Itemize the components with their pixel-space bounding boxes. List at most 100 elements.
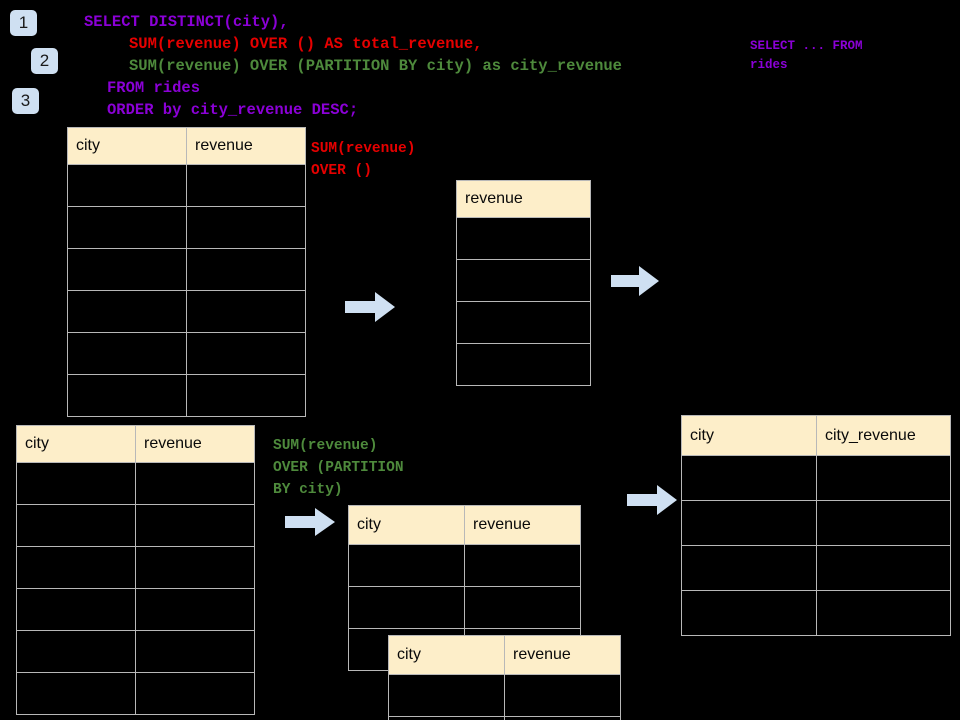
sql-line-order-by: ORDER by city_revenue DESC; (107, 101, 359, 119)
side-label-select-from: SELECT ... FROM (750, 39, 863, 53)
table-row (67, 206, 306, 249)
table-row (16, 504, 255, 547)
table-cell (16, 588, 136, 631)
table-row (67, 248, 306, 291)
table-row (67, 332, 306, 375)
table-row (348, 544, 581, 587)
arrow-to-result-icon (627, 485, 677, 515)
table-cell (681, 590, 817, 636)
table-cell (135, 630, 255, 673)
table-total-revenue: revenue (456, 180, 591, 386)
table-cell (504, 716, 621, 720)
annotation-total-revenue-line1: SUM(revenue) (311, 141, 416, 157)
annotation-city-revenue-line3: BY city) (273, 482, 343, 498)
table-cell (67, 374, 187, 417)
annotation-city-revenue-line1: SUM(revenue) (273, 438, 378, 454)
table-row (456, 217, 591, 260)
table-cell (504, 674, 621, 717)
table-cell (16, 546, 136, 589)
arrow-to-total-revenue-icon (345, 292, 395, 322)
column-header-revenue: revenue (186, 127, 306, 165)
table-header-row: city revenue (67, 127, 306, 165)
table-row (681, 455, 951, 501)
table-cell (67, 206, 187, 249)
arrow-to-partition-icon (285, 508, 335, 536)
table-cell (186, 206, 306, 249)
table-row (681, 545, 951, 591)
step-badge-1: 1 (10, 10, 37, 36)
table-row (681, 500, 951, 546)
table-row (681, 590, 951, 636)
table-row (348, 586, 581, 629)
step-badge-3: 3 (12, 88, 39, 114)
sql-line-select: SELECT DISTINCT(city), (84, 13, 289, 31)
table-cell (816, 455, 951, 501)
table-cell (456, 343, 591, 386)
table-rides-bottom: city revenue (16, 425, 255, 715)
table-row (388, 674, 621, 717)
step-badge-2: 2 (31, 48, 58, 74)
table-header-row: city revenue (348, 505, 581, 545)
sql-line-city-revenue: SUM(revenue) OVER (PARTITION BY city) as… (129, 57, 622, 75)
table-cell (67, 164, 187, 207)
table-cell (186, 332, 306, 375)
table-row (388, 716, 621, 720)
table-cell (16, 462, 136, 505)
table-cell (456, 301, 591, 344)
table-cell (456, 217, 591, 260)
column-header-city: city (67, 127, 187, 165)
column-header-city-revenue: city_revenue (816, 415, 951, 456)
sql-line-from: FROM rides (107, 79, 201, 97)
table-cell (67, 290, 187, 333)
table-header-row: city revenue (16, 425, 255, 463)
table-rides-top: city revenue (67, 127, 306, 417)
table-row (456, 343, 591, 386)
table-cell (348, 544, 465, 587)
table-cell (816, 500, 951, 546)
table-cell (816, 545, 951, 591)
table-cell (16, 630, 136, 673)
table-cell (388, 716, 505, 720)
table-cell (681, 545, 817, 591)
table-cell (186, 374, 306, 417)
column-header-city: city (388, 635, 505, 675)
table-cell (135, 504, 255, 547)
column-header-city: city (348, 505, 465, 545)
table-row (456, 301, 591, 344)
column-header-revenue: revenue (135, 425, 255, 463)
table-row (16, 588, 255, 631)
arrow-total-revenue-out-icon (611, 266, 659, 296)
table-row (16, 672, 255, 715)
table-header-row: revenue (456, 180, 591, 218)
column-header-city: city (16, 425, 136, 463)
column-header-revenue: revenue (456, 180, 591, 218)
table-row (67, 164, 306, 207)
table-cell (135, 588, 255, 631)
table-header-row: city revenue (388, 635, 621, 675)
table-cell (464, 544, 581, 587)
table-cell (681, 500, 817, 546)
table-cell (135, 672, 255, 715)
column-header-revenue: revenue (464, 505, 581, 545)
table-cell (135, 462, 255, 505)
column-header-revenue: revenue (504, 635, 621, 675)
table-header-row: city city_revenue (681, 415, 951, 456)
annotation-total-revenue-line2: OVER () (311, 163, 372, 179)
table-cell (186, 248, 306, 291)
annotation-city-revenue-line2: OVER (PARTITION (273, 460, 404, 476)
table-cell (464, 586, 581, 629)
sql-line-total-revenue: SUM(revenue) OVER () AS total_revenue, (129, 35, 483, 53)
table-cell (456, 259, 591, 302)
table-cell (186, 290, 306, 333)
table-cell (135, 546, 255, 589)
table-cell (348, 586, 465, 629)
side-label-rides: rides (750, 58, 788, 72)
table-row (67, 290, 306, 333)
table-row (67, 374, 306, 417)
column-header-city: city (681, 415, 817, 456)
table-cell (16, 504, 136, 547)
table-cell (816, 590, 951, 636)
table-cell (388, 674, 505, 717)
table-partition-front: city revenue (388, 635, 621, 720)
